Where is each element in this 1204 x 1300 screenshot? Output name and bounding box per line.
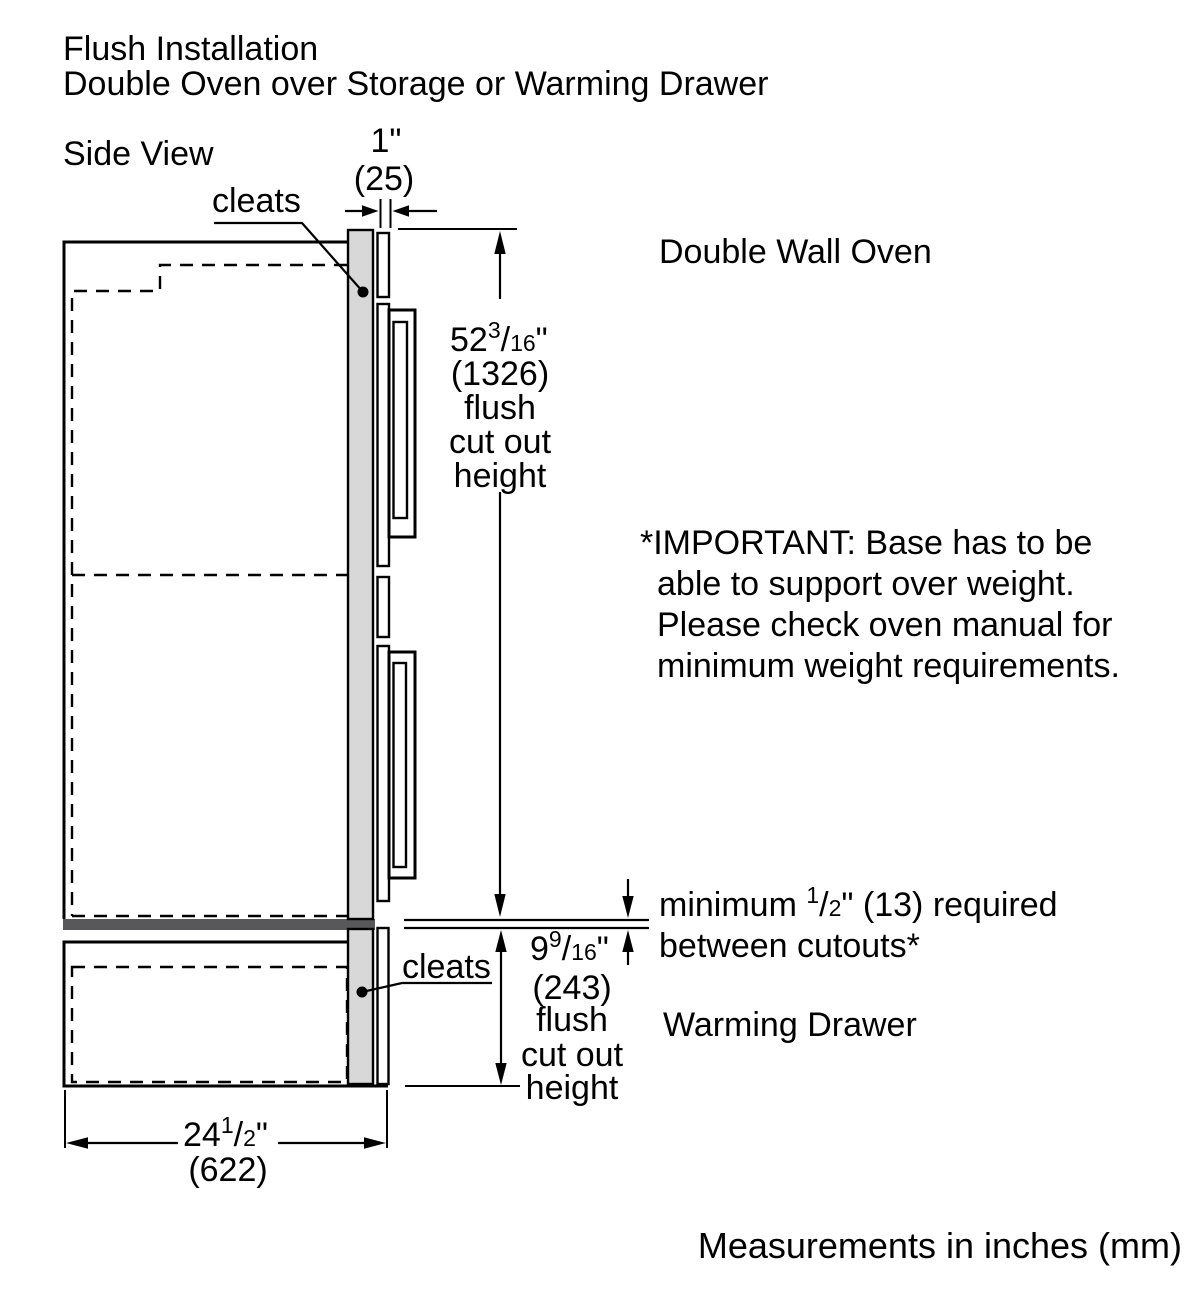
gap-note-frac-num: 1 [806,882,819,908]
dim-depth-extension-lines [64,1090,388,1148]
dim-lower-caption-1: flush [536,1001,608,1039]
dim-depth-mm: (622) [188,1151,267,1189]
arrow-up-icon [622,930,634,952]
dim-lower-quote: " [597,930,609,968]
dim-upper-value: 523/16" [450,317,548,359]
lower-cleat [346,927,375,1086]
gap-note-prefix: minimum [659,886,806,924]
lower-oven-door-inner [392,661,408,869]
dim-lower-frac-slash: / [562,930,572,968]
dim-depth-value: 241/2" [183,1112,268,1154]
lower-cabinet-outline [62,940,388,1088]
dim-depth-frac-num: 1 [221,1112,234,1138]
warming-drawer-label: Warming Drawer [663,1006,917,1044]
dim-depth-quote: " [256,1116,268,1154]
dim-depth-frac-den: 2 [243,1125,256,1151]
dim-upper-mm: (1326) [451,355,549,393]
leader-dot-icon [356,986,368,998]
arrow-left-icon [66,1137,88,1149]
dim-upper-caption-2: cut out [449,423,552,461]
oven-trim-segment-2 [376,302,391,568]
dim-upper-frac-den: 16 [510,330,536,356]
arrow-right-icon [362,205,379,217]
dim-upper-caption-3: height [454,457,547,495]
footer-units-note: Measurements in inches (mm) [698,1225,1182,1266]
dim-lower-frac-num: 9 [549,926,562,952]
dim-depth-frac-slash: / [234,1116,244,1154]
double-wall-oven-label: Double Wall Oven [659,233,932,271]
dim-upper-frac-num: 3 [488,317,501,343]
upper-cabinet [62,240,348,919]
upper-cabinet-outline [62,240,348,919]
gap-note-line-2: between cutouts* [659,927,920,965]
important-note-line-3: Please check oven manual for [657,606,1112,644]
oven-trim-segment-3 [376,575,391,639]
dim-upper-quote: " [536,321,548,359]
dim-cleat-inches: 1" [371,122,402,160]
arrow-down-icon [622,896,634,918]
dim-upper-caption-1: flush [464,389,536,427]
dim-lower-caption-3: height [526,1069,619,1107]
view-label: Side View [63,135,214,173]
dim-cleat-extension-lines [379,199,392,228]
lower-cabinet [62,940,388,1088]
important-note-line-4: minimum weight requirements. [657,647,1120,685]
arrow-left-icon [392,205,409,217]
gap-note-suffix: " (13) required [841,886,1057,924]
dim-upper-whole: 52 [450,321,488,359]
important-note: *IMPORTANT: Base has to be able to suppo… [640,524,1120,685]
page-title-line-2: Double Oven over Storage or Warming Draw… [63,65,768,103]
arrow-up-icon [494,231,506,254]
divider-board [63,919,375,930]
oven-trim-segment-4 [376,644,391,903]
leader-line [214,221,364,293]
dim-gap [622,879,634,965]
dim-cleat-mm: (25) [354,160,414,198]
cleats-top-leader [214,221,369,298]
warming-drawer-front [376,926,390,1086]
cleats-label-top: cleats [212,182,301,220]
cutout-gap-lines [404,918,649,930]
dim-cleat-thickness: 1" (25) [345,122,437,228]
dim-lower-frac-den: 16 [571,939,597,965]
leader-line [361,981,492,994]
dim-depth-whole: 24 [183,1116,221,1154]
gap-note-frac-den: 2 [829,895,842,921]
oven-front-trim [376,231,391,903]
arrow-down-icon [494,894,506,917]
dim-upper-cutout: 523/16" (1326) flush cut out height [398,228,552,917]
important-note-line-2: able to support over weight. [657,565,1075,603]
gap-note-line-1: minimum 1/2" (13) required [659,882,1058,924]
arrow-right-icon [364,1137,386,1149]
dim-depth: 241/2" (622) [64,1090,388,1189]
cleats-label-bottom: cleats [402,948,491,986]
gap-note: minimum 1/2" (13) required between cutou… [659,882,1058,965]
page-title-line-1: Flush Installation [63,30,318,68]
lower-cabinet-dashed-rect [70,965,349,1084]
upper-cabinet-dashed-lines [70,263,347,918]
leader-dot-icon [357,286,369,298]
dim-lower-cutout: 99/16" (243) flush cut out height [405,926,624,1107]
gap-note-frac-slash: / [819,886,829,924]
dim-lower-caption-2: cut out [521,1036,624,1074]
lower-oven-door [387,650,417,880]
important-note-line-1: *IMPORTANT: Base has to be [640,524,1092,562]
arrow-up-icon [495,930,507,952]
dim-lower-mm: (243) [532,969,611,1007]
upper-oven-door [387,308,417,539]
dim-lower-value: 99/16" [530,926,609,968]
oven-trim-segment-1 [376,231,391,299]
dim-upper-frac-slash: / [501,321,511,359]
upper-oven-door-inner [392,320,409,520]
cleats-bottom-leader [356,981,492,998]
upper-cleat [346,228,375,921]
dim-lower-whole: 9 [530,930,549,968]
arrow-down-icon [495,1063,507,1085]
